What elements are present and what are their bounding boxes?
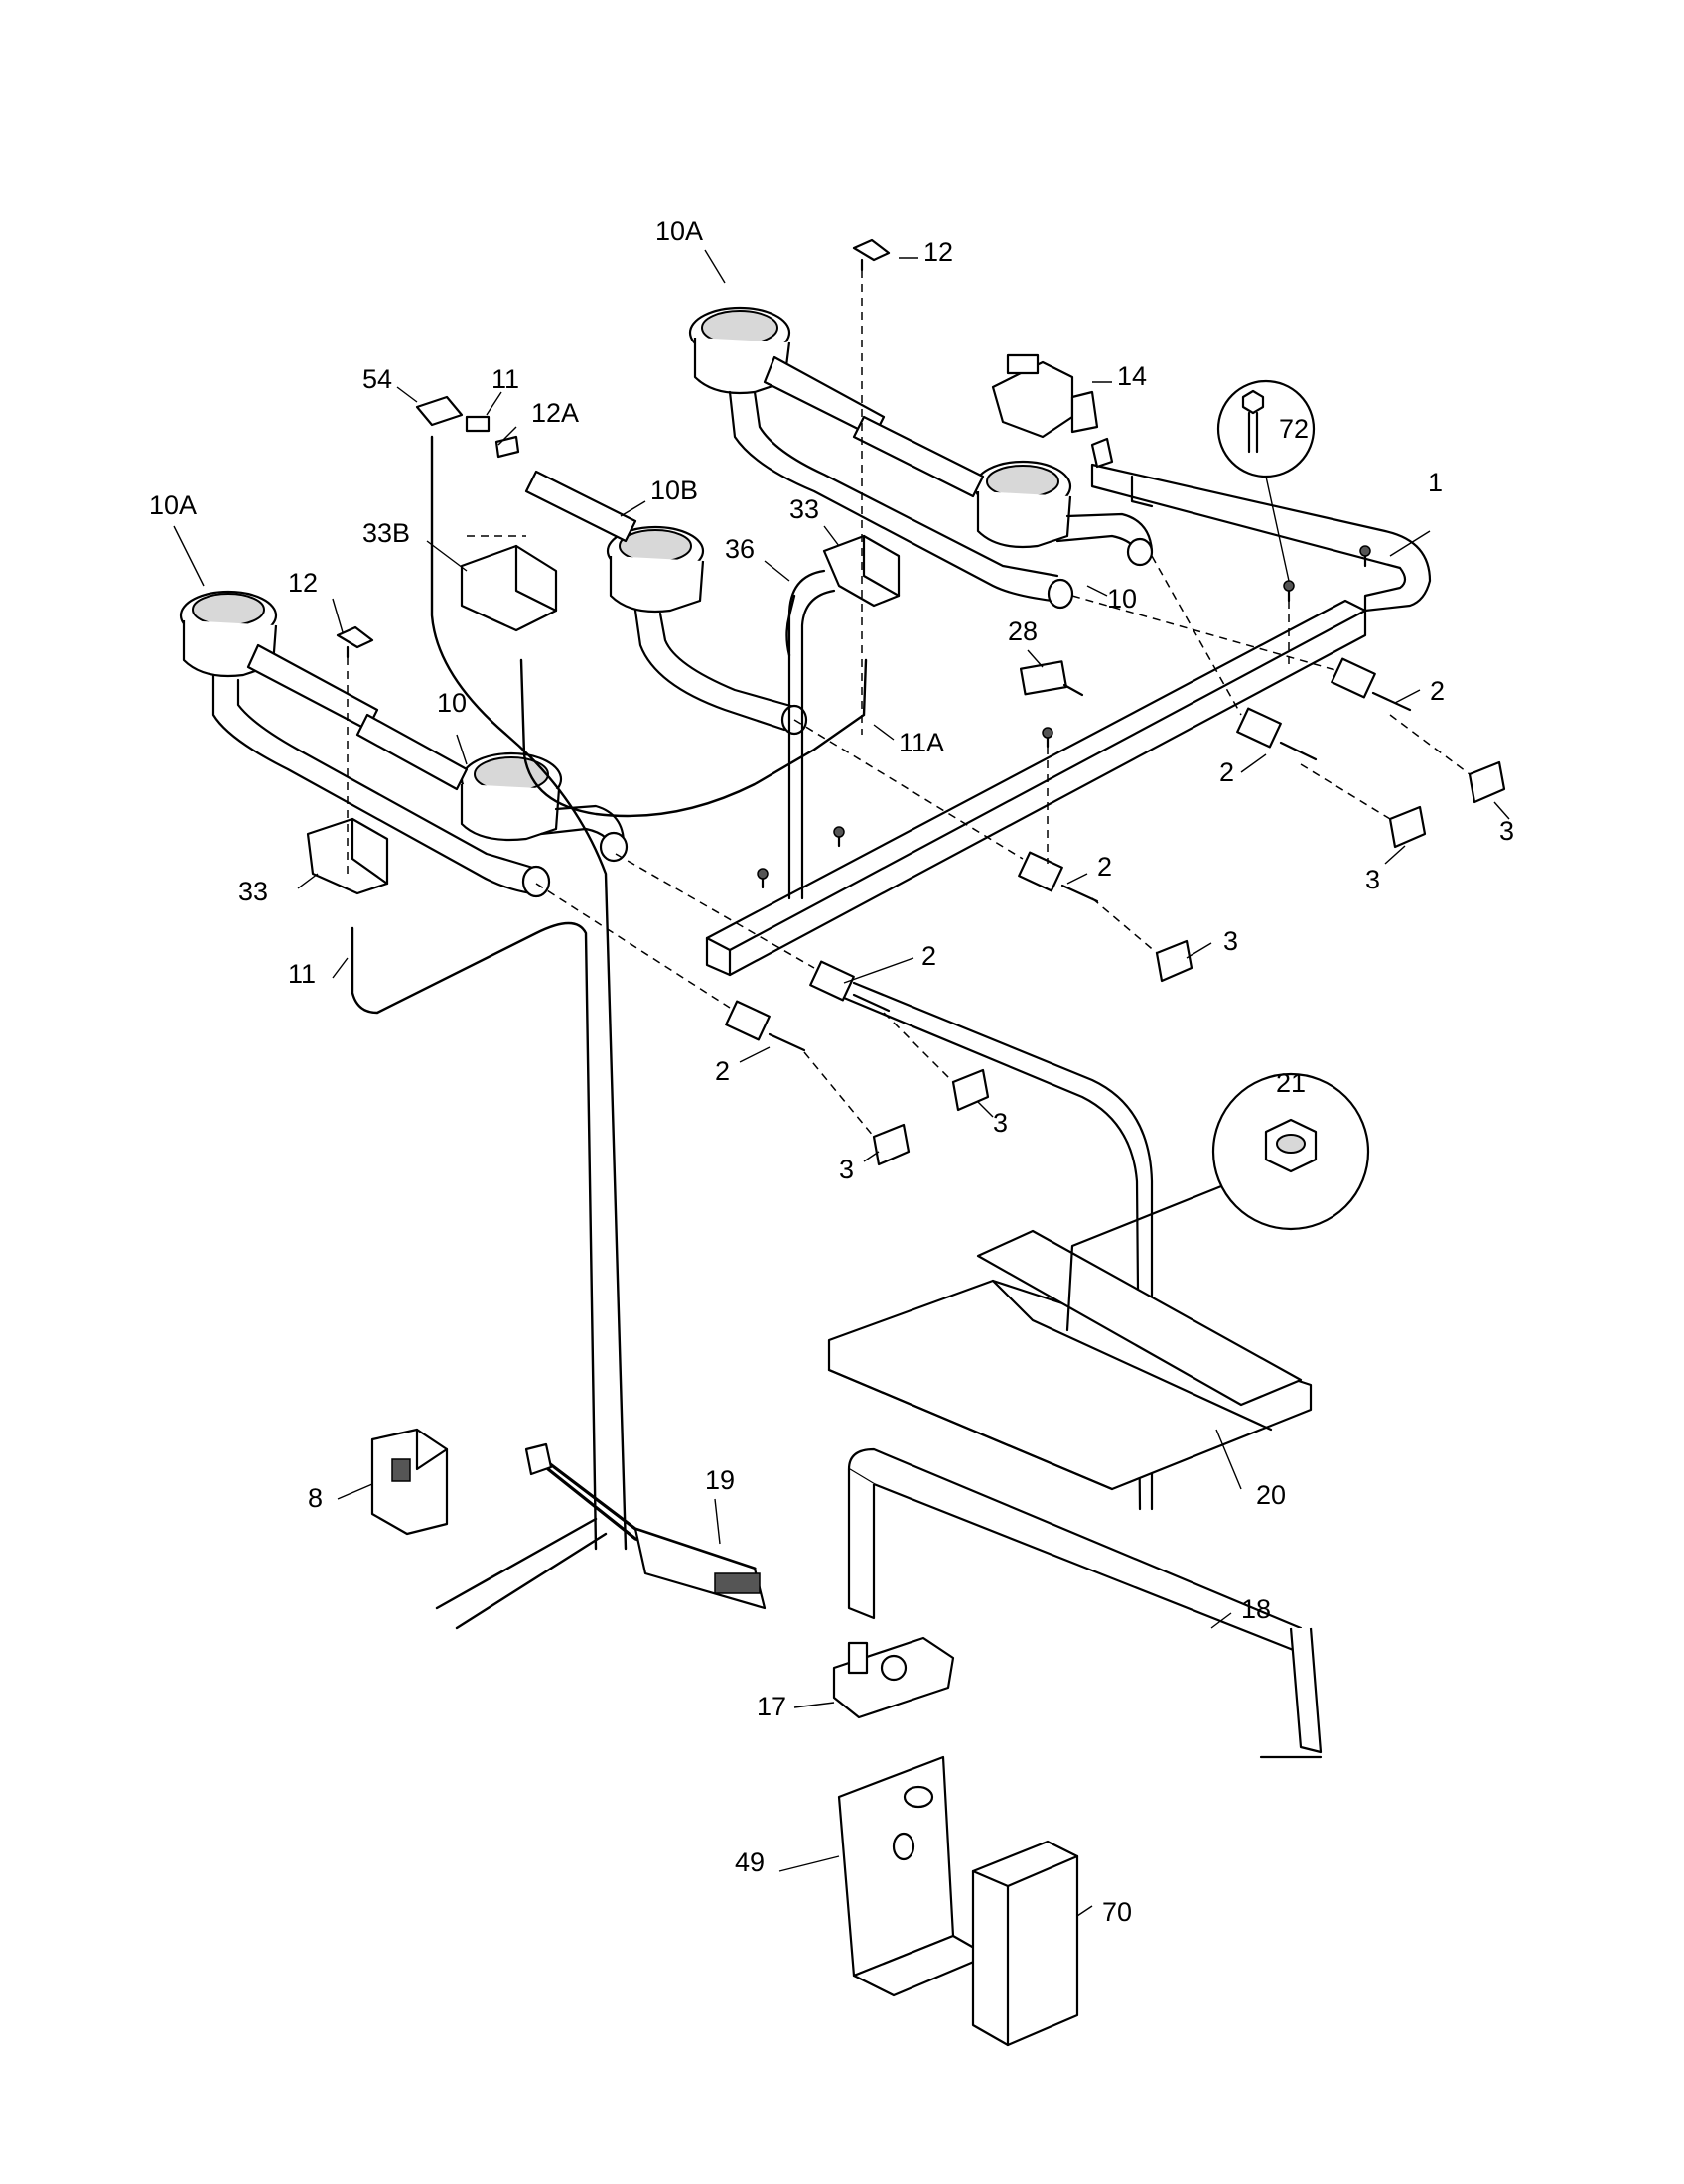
knob-mount-3-b bbox=[1388, 805, 1427, 849]
burner-10b bbox=[524, 470, 808, 736]
wire-harness-19 bbox=[435, 1442, 767, 1630]
burner-10-right bbox=[852, 415, 1154, 567]
knob-mount-3-a bbox=[1468, 760, 1506, 804]
callout-11-top: 11 bbox=[491, 364, 519, 394]
callout-2-b: 2 bbox=[1219, 757, 1234, 787]
callout-33-mid: 33 bbox=[789, 494, 819, 524]
ignitor-54 bbox=[415, 395, 520, 459]
valve-2-a bbox=[1331, 657, 1412, 712]
oven-orifice-17 bbox=[832, 1636, 955, 1719]
callout-2-c: 2 bbox=[1097, 852, 1112, 882]
inset-21-nut bbox=[1065, 1072, 1370, 1332]
callout-3-c: 3 bbox=[1223, 926, 1238, 956]
callout-3-a: 3 bbox=[1499, 816, 1514, 846]
assembly-guide-lines bbox=[347, 270, 1471, 1138]
bracket-33-mid bbox=[822, 534, 901, 608]
callout-3-d: 3 bbox=[993, 1108, 1008, 1138]
inset-72-bolt bbox=[1216, 379, 1316, 582]
valve-2-e bbox=[725, 1000, 806, 1052]
callout-1: 1 bbox=[1428, 468, 1443, 497]
valve-2-d bbox=[809, 960, 891, 1013]
callout-12-left: 12 bbox=[288, 568, 318, 598]
callout-54: 54 bbox=[362, 364, 392, 394]
cover-box-70 bbox=[971, 1840, 1079, 2047]
callout-49: 49 bbox=[735, 1847, 765, 1877]
callout-18: 18 bbox=[1241, 1594, 1271, 1624]
orifice-fitting-28 bbox=[1019, 660, 1084, 697]
ignitor-wires bbox=[351, 435, 868, 1551]
screws bbox=[757, 545, 1371, 889]
valve-2-c bbox=[1018, 851, 1099, 903]
callout-20: 20 bbox=[1256, 1480, 1286, 1510]
callout-10b: 10B bbox=[650, 476, 698, 505]
callout-2-d: 2 bbox=[921, 941, 936, 971]
safety-valve-14 bbox=[991, 353, 1099, 439]
callout-12a: 12A bbox=[531, 398, 579, 428]
callout-28: 28 bbox=[1008, 616, 1038, 646]
callout-10a-top: 10A bbox=[655, 216, 703, 246]
callout-70: 70 bbox=[1102, 1897, 1132, 1927]
callout-10-right: 10 bbox=[1107, 584, 1137, 614]
bracket-12-left bbox=[336, 625, 374, 659]
callout-33-left: 33 bbox=[238, 877, 268, 906]
callout-3-b: 3 bbox=[1365, 865, 1380, 894]
bracket-33b bbox=[460, 544, 558, 632]
burner-10a-top bbox=[688, 306, 1074, 610]
knob-mount-3-e bbox=[872, 1123, 911, 1166]
callout-labels: 10A 12 14 72 54 11 12A 10B 1 10A 33B 33 … bbox=[149, 216, 1514, 1927]
valve-2-b bbox=[1236, 707, 1318, 761]
callout-3-e: 3 bbox=[839, 1155, 854, 1184]
callout-36: 36 bbox=[725, 534, 755, 564]
callout-14: 14 bbox=[1117, 361, 1147, 391]
manifold-pipe bbox=[705, 437, 1432, 977]
callout-8: 8 bbox=[308, 1483, 323, 1513]
relay-8 bbox=[370, 1428, 449, 1536]
oven-gas-line bbox=[842, 981, 1154, 1511]
callout-19: 19 bbox=[705, 1465, 735, 1495]
gas-tube-36 bbox=[787, 569, 836, 900]
heat-shield-20 bbox=[827, 1229, 1313, 1491]
callout-72: 72 bbox=[1279, 414, 1309, 444]
oven-burner-18 bbox=[847, 1447, 1323, 1759]
callout-17: 17 bbox=[757, 1692, 786, 1721]
callout-33b: 33B bbox=[362, 518, 410, 548]
callout-21: 21 bbox=[1276, 1068, 1306, 1098]
callout-10-left: 10 bbox=[437, 688, 467, 718]
callout-11a: 11A bbox=[899, 728, 944, 757]
knob-mount-3-d bbox=[951, 1068, 990, 1112]
callout-2-e: 2 bbox=[715, 1056, 730, 1086]
callout-11-left: 11 bbox=[288, 959, 316, 989]
callout-2-a: 2 bbox=[1430, 676, 1445, 706]
bracket-49 bbox=[837, 1755, 990, 1997]
leader-lines bbox=[173, 249, 1510, 1917]
callout-10a-left: 10A bbox=[149, 490, 197, 520]
bracket-12-top bbox=[852, 238, 891, 272]
knob-mount-3-c bbox=[1155, 939, 1193, 983]
callout-12-top: 12 bbox=[923, 237, 953, 267]
burner-10-left bbox=[355, 713, 629, 863]
